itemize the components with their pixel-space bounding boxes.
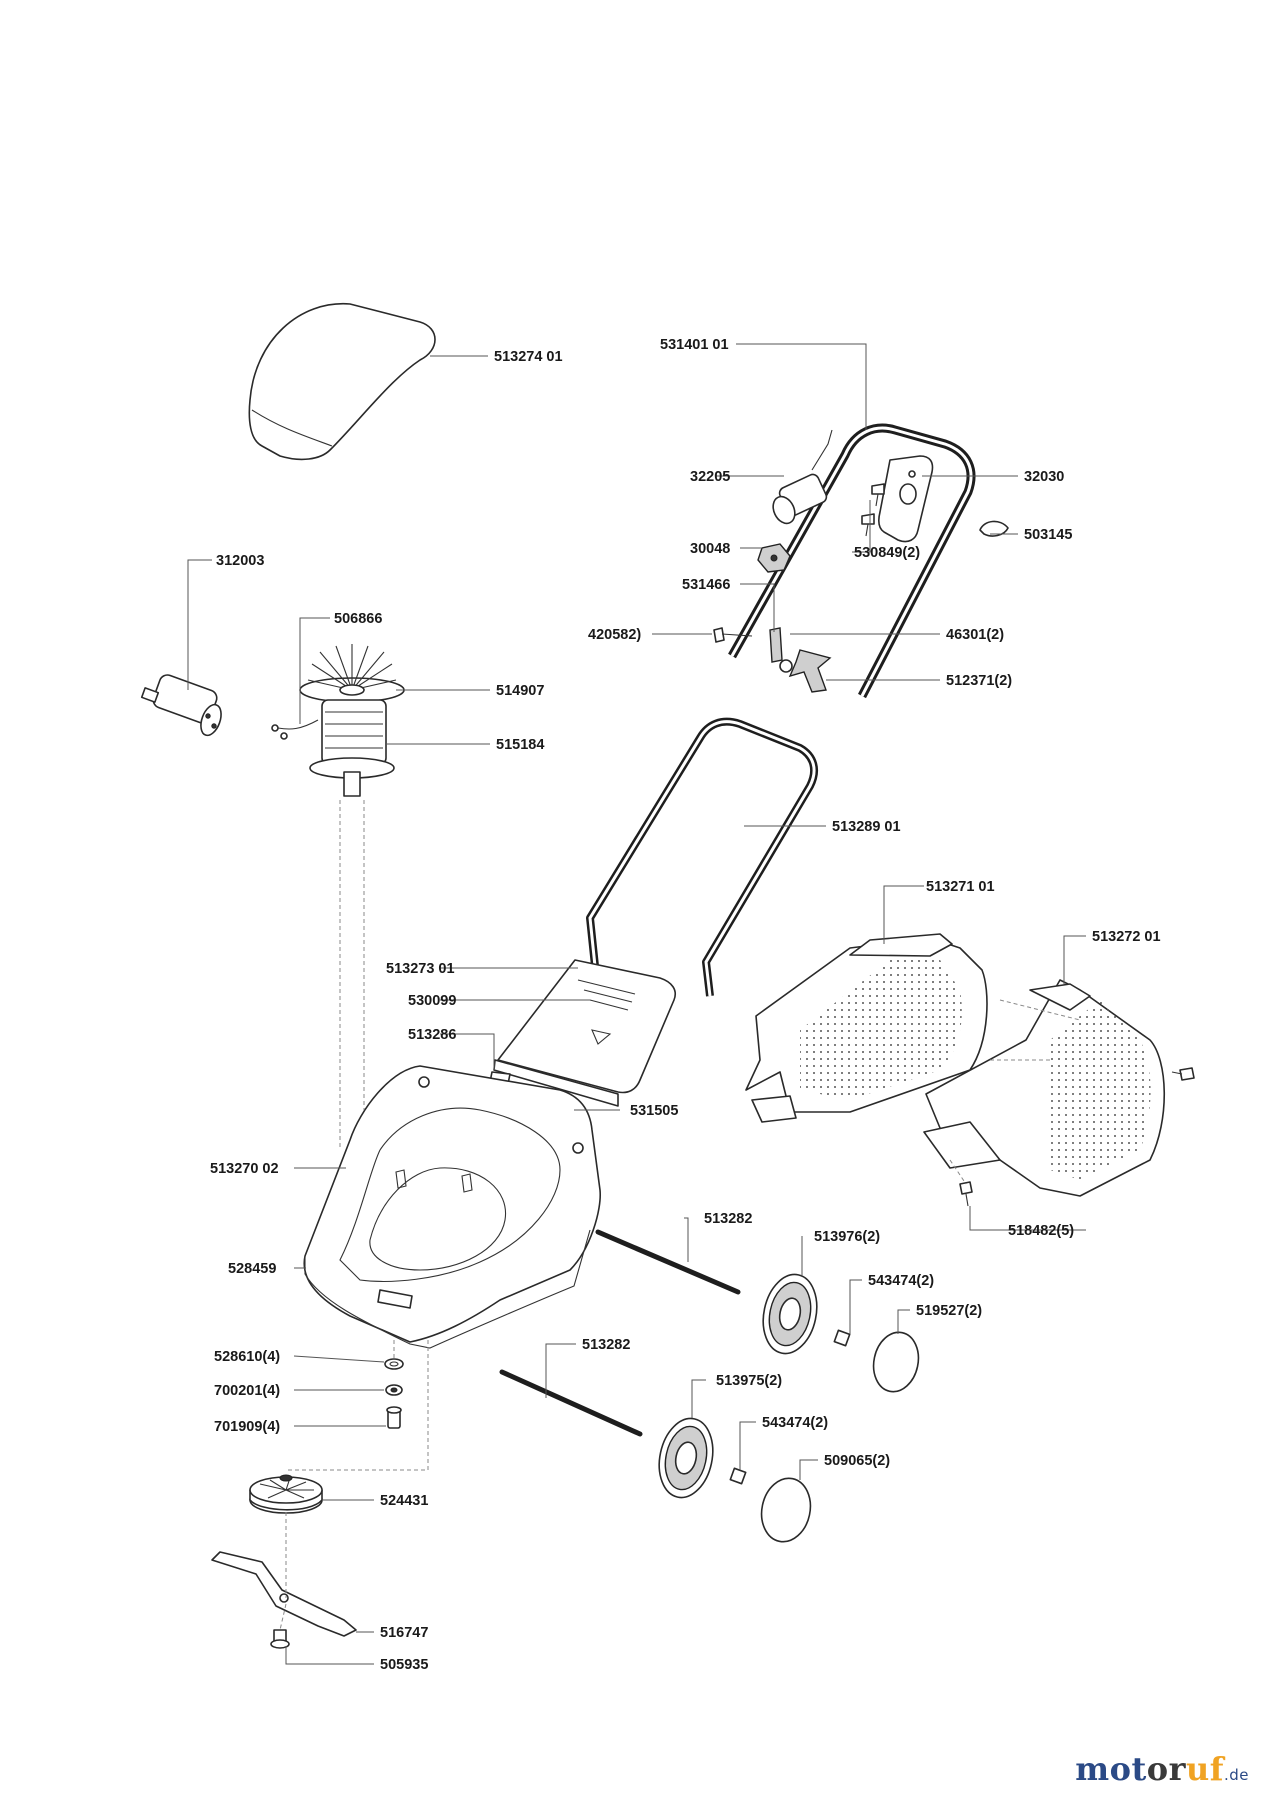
front-nut-part — [729, 1467, 747, 1485]
part-label: 506866 — [334, 611, 382, 627]
screws-part — [959, 1067, 1195, 1207]
motor-assembly-part — [271, 644, 405, 797]
part-label: 518482(5) — [1008, 1223, 1074, 1239]
mower-deck-part — [303, 1065, 601, 1349]
upper-handle-part — [728, 423, 976, 699]
part-label: 513282 — [582, 1337, 630, 1353]
part-label: 513976(2) — [814, 1229, 880, 1245]
part-labels: 513274 01 531401 01 32205 32030 503145 3… — [210, 337, 1161, 1673]
grass-box-upper-part — [745, 933, 988, 1123]
brand-part-3: uf — [1185, 1750, 1224, 1788]
blade-part — [211, 1551, 357, 1637]
cable-hook-part — [769, 627, 783, 663]
part-label: 30048 — [690, 541, 730, 557]
part-label: 530849(2) — [854, 545, 920, 561]
part-label: 46301(2) — [946, 627, 1004, 643]
part-label: 530099 — [408, 993, 456, 1009]
part-label: 513975(2) — [716, 1373, 782, 1389]
clip-part — [979, 520, 1009, 537]
part-label: 528610(4) — [214, 1349, 280, 1365]
part-label: 513282 — [704, 1211, 752, 1227]
leader-lines — [187, 343, 1086, 1665]
part-label: 519527(2) — [916, 1303, 982, 1319]
washers-screw-part — [384, 1358, 404, 1429]
part-label: 513271 01 — [926, 879, 995, 895]
front-axle-part — [499, 1369, 643, 1437]
brand-part-2: or — [1146, 1750, 1186, 1788]
part-label: 531505 — [630, 1103, 678, 1119]
brand-part-1: mot — [1075, 1750, 1147, 1788]
part-label: 420582) — [588, 627, 641, 643]
part-label: 515184 — [496, 737, 544, 753]
switch-box-part — [878, 455, 934, 543]
knob-part — [779, 649, 832, 693]
part-label: 524431 — [380, 1493, 428, 1509]
plug-part — [772, 429, 833, 525]
part-label: 513289 01 — [832, 819, 901, 835]
rear-wheel-part — [762, 1273, 818, 1355]
front-wheel-part — [658, 1417, 714, 1499]
part-label: 514907 — [496, 683, 544, 699]
part-label: 312003 — [216, 553, 264, 569]
part-label: 513272 01 — [1092, 929, 1161, 945]
handle-screws-part — [861, 483, 885, 537]
part-label: 32030 — [1024, 469, 1064, 485]
part-label: 513286 — [408, 1027, 456, 1043]
part-label: 531401 01 — [660, 337, 729, 353]
part-label: 528459 — [228, 1261, 276, 1277]
part-label: 503145 — [1024, 527, 1072, 543]
part-label: 513274 01 — [494, 349, 563, 365]
part-label: 516747 — [380, 1625, 428, 1641]
part-label: 32205 — [690, 469, 730, 485]
brand-suffix: .de — [1223, 1766, 1249, 1784]
rear-axle-part — [595, 1229, 741, 1295]
part-label: 513273 01 — [386, 961, 455, 977]
rear-hubcap-part — [872, 1331, 920, 1393]
brand-logo: motoruf.de — [1075, 1750, 1249, 1788]
part-label: 509065(2) — [824, 1453, 890, 1469]
lower-handle-part — [586, 717, 819, 997]
bolt-part — [713, 627, 753, 643]
assembly-guide-lines — [279, 800, 1081, 1631]
part-label: 543474(2) — [868, 1273, 934, 1289]
part-label: 701909(4) — [214, 1419, 280, 1435]
part-label: 531466 — [682, 577, 730, 593]
part-label: 505935 — [380, 1657, 428, 1673]
grass-box-lower-part — [923, 979, 1166, 1197]
blade-adapter-part — [249, 1474, 323, 1514]
part-label: 543474(2) — [762, 1415, 828, 1431]
grass-box-cover-part — [248, 303, 436, 461]
part-label: 513270 02 — [210, 1161, 279, 1177]
part-label: 512371(2) — [946, 673, 1012, 689]
rear-nut-part — [833, 1329, 851, 1347]
capacitor-part — [140, 674, 222, 737]
part-label: 700201(4) — [214, 1383, 280, 1399]
blade-bolt-part — [270, 1629, 290, 1649]
cable-clamp-part — [757, 543, 791, 573]
front-hubcap-part — [760, 1477, 812, 1543]
